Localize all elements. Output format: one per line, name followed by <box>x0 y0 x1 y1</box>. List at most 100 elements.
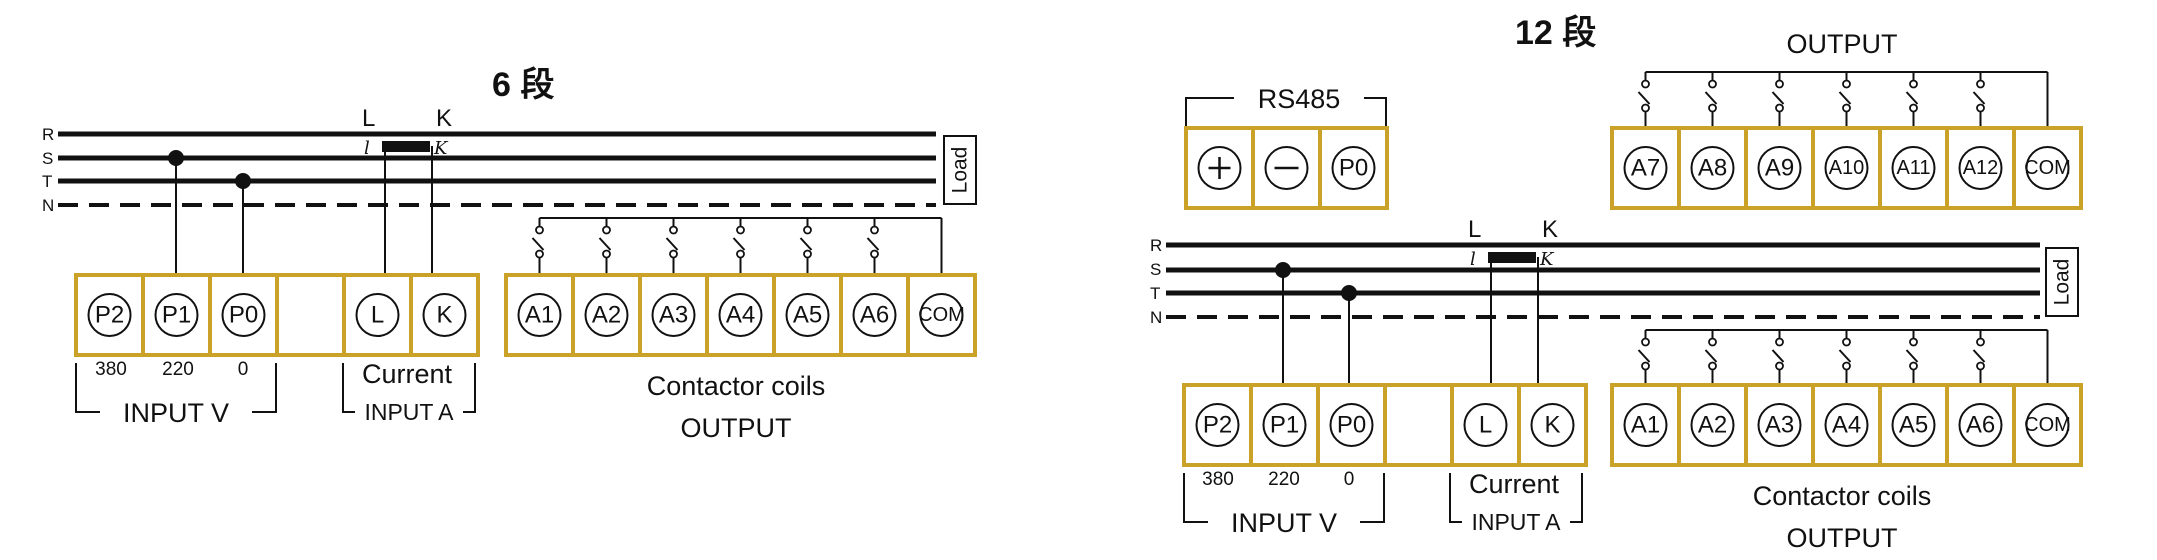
diagram-6-step: 6 段 R S T N Load L K l K <box>42 65 977 443</box>
ct-l-small-label: l <box>364 138 370 159</box>
ct-k-label-12: K <box>1542 216 1558 243</box>
input-v-label-12: INPUT V <box>1231 508 1337 538</box>
d12-top-output-terminal-a12[interactable]: A12 <box>1958 146 2003 190</box>
d12-input-terminal-k[interactable]: K <box>1530 403 1575 447</box>
rs485-terminal-blank[interactable]: − <box>1264 146 1309 190</box>
line-label-n-12: N <box>1150 308 1162 327</box>
d12-output-terminal-a5[interactable]: A5 <box>1891 403 1936 447</box>
contactor-relays-bottom <box>1637 329 2049 385</box>
d12-top-output-terminal-label-a10: A10 <box>1829 157 1865 179</box>
d12-top-output-terminal-a10[interactable]: A10 <box>1824 146 1869 190</box>
d12-output-terminal-a1[interactable]: A1 <box>1623 403 1668 447</box>
load-label-12: Load <box>2051 259 2074 306</box>
d6-output-terminal-a2[interactable]: A2 <box>584 293 629 337</box>
rs485-terminal-blank[interactable]: + <box>1197 146 1242 190</box>
line-label-n: N <box>42 196 54 215</box>
d6-relay-contact <box>598 218 612 275</box>
d12-top-output-terminal-label-a9: A9 <box>1765 155 1794 182</box>
d12-output-terminal-a4[interactable]: A4 <box>1824 403 1869 447</box>
rs485-terminal-block: +− P0 <box>1184 126 1389 210</box>
d12-input-terminal-label-k: K <box>1544 412 1560 439</box>
d6-output-terminal-a5[interactable]: A5 <box>785 293 830 337</box>
d12-top-output-terminal-a7[interactable]: A7 <box>1623 146 1668 190</box>
d12-top-output-terminal-com[interactable]: COM <box>2024 146 2071 190</box>
d12-relay-contact <box>1771 330 1785 385</box>
contactor-relays <box>531 217 943 275</box>
d12-input-terminal-label-l: L <box>1479 412 1492 439</box>
d6-output-terminal-a4[interactable]: A4 <box>718 293 763 337</box>
load-box-12 <box>2045 247 2079 317</box>
d6-relay-contact <box>531 218 545 275</box>
d6-relay-contact <box>732 218 746 275</box>
d6-input-terminal-l[interactable]: L <box>355 293 400 337</box>
line-label-r-12: R <box>1150 236 1162 255</box>
d6-input-terminal-label-p2: P2 <box>95 302 124 329</box>
d12-relay-contact <box>1704 330 1718 385</box>
voltage-label-220: 220 <box>162 359 194 380</box>
output-terminal-block-bottom: A1 A2 A3 A4 A5 A6 COM <box>1610 383 2083 467</box>
input-a-bracket <box>342 363 476 413</box>
input-wires-12 <box>1275 257 1539 385</box>
d12-output-terminal-label-a2: A2 <box>1698 412 1727 439</box>
current-transformer: L K l K <box>362 105 452 159</box>
line-label-s: S <box>42 149 53 168</box>
d6-relay-contact <box>866 218 880 275</box>
voltage-label-380: 380 <box>95 359 127 380</box>
input-a-bracket-12 <box>1449 473 1583 523</box>
junction-dot-s <box>168 150 184 166</box>
d6-output-terminal-label-com: COM <box>918 304 965 326</box>
d12-input-terminal-p0[interactable]: P0 <box>1329 403 1374 447</box>
current-transformer-12: L K l K <box>1468 216 1558 270</box>
voltage-label-0-12: 0 <box>1344 469 1355 490</box>
d12-output-terminal-com[interactable]: COM <box>2024 403 2071 447</box>
d12-input-terminal-p2[interactable]: P2 <box>1195 403 1240 447</box>
d12-input-terminal-p1[interactable]: P1 <box>1262 403 1307 447</box>
d6-input-terminal-k[interactable]: K <box>422 293 467 337</box>
d6-input-terminal-label-p0: P0 <box>229 302 258 329</box>
d12-top-output-terminal-a11[interactable]: A11 <box>1891 146 1936 190</box>
voltage-label-220-12: 220 <box>1268 469 1300 490</box>
d6-output-terminal-com[interactable]: COM <box>918 293 965 337</box>
d12-output-terminal-label-a3: A3 <box>1765 412 1794 439</box>
junction-dot-s-12 <box>1275 262 1291 278</box>
d6-output-terminal-label-a6: A6 <box>860 302 889 329</box>
d6-input-terminal-label-k: K <box>436 302 452 329</box>
d12-output-terminal-a3[interactable]: A3 <box>1757 403 1802 447</box>
diagram-6-title: 6 段 <box>492 65 554 104</box>
d6-input-terminal-p2[interactable]: P2 <box>87 293 132 337</box>
load-label: Load <box>949 147 972 194</box>
d12-top-output-terminal-a8[interactable]: A8 <box>1690 146 1735 190</box>
d12-input-terminal-label-p0: P0 <box>1337 412 1366 439</box>
d12-input-terminal-l[interactable]: L <box>1463 403 1508 447</box>
d6-output-terminal-a6[interactable]: A6 <box>852 293 897 337</box>
d6-output-terminal-label-a5: A5 <box>793 302 822 329</box>
voltage-label-380-12: 380 <box>1202 469 1234 490</box>
d6-input-terminal-p1[interactable]: P1 <box>154 293 199 337</box>
d12-top-relay-contact <box>1637 72 1651 128</box>
d12-top-output-terminal-a9[interactable]: A9 <box>1757 146 1802 190</box>
d6-output-terminal-label-a4: A4 <box>726 302 755 329</box>
ct-l-label-12: L <box>1468 216 1481 243</box>
ct-k-small-label-12: K <box>1539 249 1555 270</box>
d12-relay-contact <box>1905 330 1919 385</box>
d6-input-terminal-p0[interactable]: P0 <box>221 293 266 337</box>
voltage-label-0: 0 <box>238 359 249 380</box>
line-label-r: R <box>42 125 54 144</box>
output-terminal-block-top: A7 A8 A9 A10 A11 A12 COM <box>1610 126 2083 210</box>
d12-top-output-terminal-label-a8: A8 <box>1698 155 1727 182</box>
d6-output-terminal-a1[interactable]: A1 <box>517 293 562 337</box>
rs485-label: RS485 <box>1258 84 1341 114</box>
junction-dot-t-12 <box>1341 285 1357 301</box>
power-lines-12: R S T N <box>1150 236 2040 327</box>
d12-top-output-terminal-label-a7: A7 <box>1631 155 1660 182</box>
current-label: Current <box>362 359 453 389</box>
d12-output-terminal-a2[interactable]: A2 <box>1690 403 1735 447</box>
rs485-terminal-p0[interactable]: P0 <box>1331 146 1376 190</box>
input-v-bracket-12 <box>1183 473 1385 523</box>
d6-relay-contact <box>665 218 679 275</box>
rs485-terminal-label-p0: P0 <box>1339 155 1368 182</box>
d12-output-terminal-a6[interactable]: A6 <box>1958 403 2003 447</box>
d6-output-terminal-a3[interactable]: A3 <box>651 293 696 337</box>
